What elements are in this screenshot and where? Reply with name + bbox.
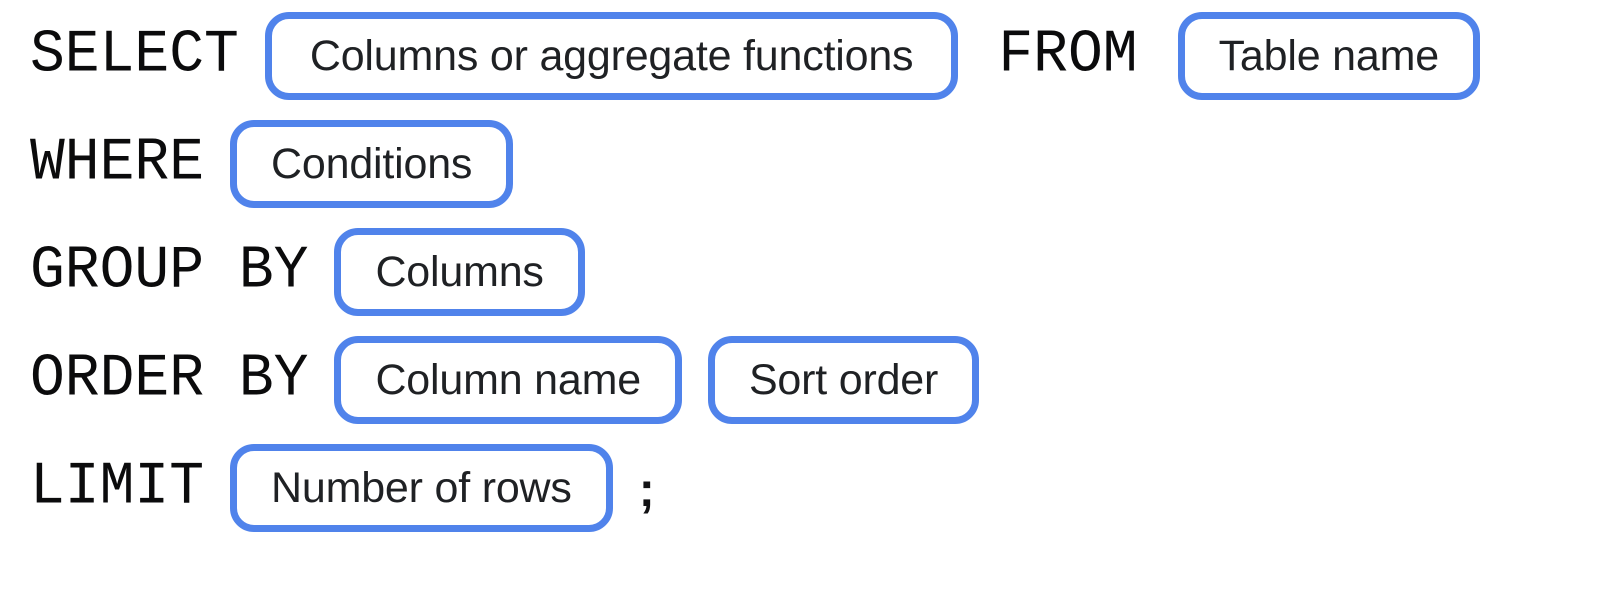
row-group-by: GROUP BY Columns <box>30 228 1600 316</box>
row-order-by: ORDER BY Column name Sort order <box>30 336 1600 424</box>
keyword-group-by: GROUP BY <box>30 237 309 306</box>
placeholder-box-conditions: Conditions <box>230 120 514 208</box>
statement-terminator-semicolon: ; <box>638 464 655 517</box>
placeholder-box-sort-order: Sort order <box>707 336 980 424</box>
keyword-limit: LIMIT <box>30 453 205 522</box>
placeholder-label: Conditions <box>271 139 473 188</box>
placeholder-box-columns-or-aggregates: Columns or aggregate functions <box>264 12 959 100</box>
row-where: WHERE Conditions <box>30 120 1600 208</box>
placeholder-label: Column name <box>375 355 641 404</box>
row-select: SELECT Columns or aggregate functions FR… <box>30 12 1600 100</box>
keyword-select: SELECT <box>30 21 239 90</box>
placeholder-box-number-of-rows: Number of rows <box>230 444 613 532</box>
placeholder-label: Columns <box>375 247 544 296</box>
placeholder-label: Sort order <box>748 355 939 404</box>
placeholder-box-group-columns: Columns <box>334 228 585 316</box>
keyword-where: WHERE <box>30 129 205 198</box>
row-limit: LIMIT Number of rows ; <box>30 444 1600 532</box>
placeholder-box-table-name: Table name <box>1177 12 1480 100</box>
keyword-order-by: ORDER BY <box>30 345 309 414</box>
placeholder-label: Columns or aggregate functions <box>309 31 914 80</box>
placeholder-label: Number of rows <box>271 463 572 512</box>
keyword-from: FROM <box>998 21 1138 90</box>
placeholder-label: Table name <box>1218 31 1440 80</box>
placeholder-box-order-column-name: Column name <box>334 336 682 424</box>
